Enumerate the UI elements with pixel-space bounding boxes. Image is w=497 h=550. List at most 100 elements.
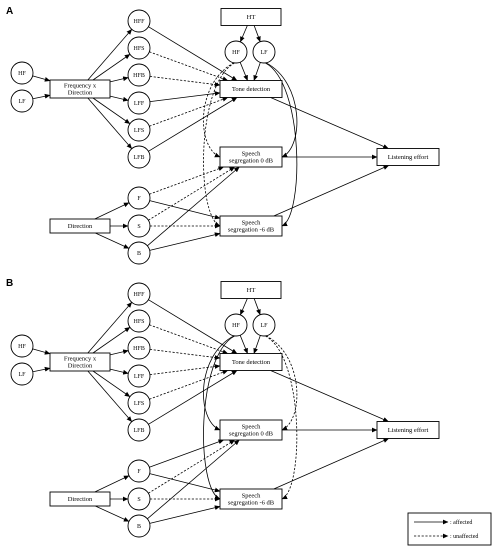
- node-hfs: HFS: [127, 36, 151, 60]
- node-lf: LF: [10, 89, 34, 113]
- edge-direction-to-f: [94, 202, 130, 220]
- node-lf: LF: [10, 362, 34, 386]
- edge-hff-to-tone: [148, 26, 238, 81]
- node-label: HF: [18, 344, 26, 350]
- node-circle: [127, 241, 151, 265]
- edge-ht-hf-to-speech6: [203, 62, 235, 227]
- node-box: [219, 488, 283, 510]
- node-circle: [127, 9, 151, 33]
- edge-hf-to-freqdir: [32, 348, 51, 355]
- node-direction: Direction: [49, 218, 111, 234]
- edge-hfb-to-tone: [149, 348, 221, 360]
- node-circle: [252, 40, 276, 64]
- edge-ht-hf-to-tone: [239, 62, 248, 81]
- edge-hf-to-freqdir: [32, 75, 51, 82]
- edge-lfs-to-tone: [149, 97, 229, 127]
- node-lff: LFF: [127, 364, 151, 388]
- node-label: HT: [247, 14, 256, 21]
- node-label: Direction: [68, 223, 93, 230]
- node-hfs: HFS: [127, 309, 151, 333]
- node-box: [49, 218, 111, 234]
- legend: : affected : unaffected: [407, 512, 492, 546]
- node-box: [49, 79, 111, 99]
- edge-freqdir-to-lfb: [87, 370, 133, 422]
- node-label: Frequency x: [64, 83, 97, 90]
- edge-s-to-speech0: [148, 166, 236, 221]
- node-effort: Listening effort: [376, 148, 440, 166]
- edge-freqdir-to-lfs: [92, 97, 131, 125]
- node-circle: [127, 336, 151, 360]
- node-label: HFB: [133, 346, 145, 352]
- node-ht-hf: HF: [224, 40, 248, 64]
- edge-b-to-speech0: [147, 439, 240, 520]
- node-label: Tone detection: [232, 359, 271, 366]
- node-circle: [127, 63, 151, 87]
- node-circle: [10, 61, 34, 85]
- edge-f-to-speech6: [149, 473, 221, 493]
- node-label: LFS: [134, 128, 144, 134]
- edge-direction-to-b: [95, 505, 130, 522]
- node-circle: [127, 118, 151, 142]
- edge-b-to-speech6: [149, 232, 221, 251]
- edge-hfs-to-tone: [149, 324, 229, 354]
- edge-b-to-speech6: [149, 505, 221, 524]
- node-ht: HT: [220, 281, 282, 299]
- node-label: LF: [260, 323, 268, 329]
- node-label: HFB: [133, 73, 145, 79]
- edge-hfb-to-tone: [149, 75, 221, 87]
- node-label: HF: [232, 50, 240, 56]
- edge-ht-hf-to-speech0: [203, 335, 235, 431]
- node-circle: [127, 214, 151, 238]
- node-box: [220, 281, 282, 299]
- node-ht-lf: LF: [252, 40, 276, 64]
- edge-ht-to-ht-hf: [239, 25, 248, 43]
- legend-unaffected-label: : unaffected: [450, 533, 478, 540]
- node-box: [219, 146, 283, 168]
- edge-speech6-to-effort: [273, 438, 390, 490]
- edge-ht-to-ht-lf: [253, 298, 261, 316]
- node-label: Direction: [68, 363, 93, 370]
- node-label: Speech: [242, 220, 262, 227]
- node-lfs: LFS: [127, 391, 151, 415]
- edge-freqdir-to-hfb: [109, 349, 129, 356]
- node-label: Listening effort: [388, 427, 429, 434]
- edge-lfb-to-tone: [148, 97, 238, 152]
- node-circle: [127, 309, 151, 333]
- node-box: [49, 352, 111, 372]
- edge-ht-to-ht-hf: [239, 298, 248, 316]
- edge-lfs-to-tone: [149, 370, 229, 400]
- node-label: segregation -6 dB: [228, 500, 275, 507]
- node-lfb: LFB: [127, 145, 151, 169]
- node-label: Direction: [68, 496, 93, 503]
- node-ht-hf: HF: [224, 313, 248, 337]
- edge-lff-to-tone: [149, 91, 221, 103]
- node-b: B: [127, 514, 151, 538]
- edge-ht-hf-to-speech6: [203, 335, 235, 500]
- edge-hfs-to-tone: [149, 51, 229, 81]
- edge-freqdir-to-lff: [109, 95, 129, 102]
- node-direction: Direction: [49, 491, 111, 507]
- edge-ht-to-ht-lf: [253, 25, 261, 43]
- node-label: F: [137, 196, 141, 202]
- edge-group: [32, 298, 390, 524]
- node-circle: [127, 186, 151, 210]
- node-label: B: [137, 524, 141, 530]
- node-circle: [127, 391, 151, 415]
- node-lff: LFF: [127, 91, 151, 115]
- edge-freqdir-to-hfs: [92, 326, 131, 354]
- node-label: Listening effort: [388, 154, 429, 161]
- edge-freqdir-to-hff: [87, 29, 133, 81]
- node-label: HT: [247, 287, 256, 294]
- node-label: HFS: [133, 46, 144, 52]
- node-circle: [127, 418, 151, 442]
- node-box: [219, 419, 283, 441]
- panel-label: A: [6, 6, 13, 17]
- edge-lfb-to-tone: [148, 370, 238, 425]
- edge-f-to-speech0: [149, 439, 225, 468]
- node-circle: [127, 459, 151, 483]
